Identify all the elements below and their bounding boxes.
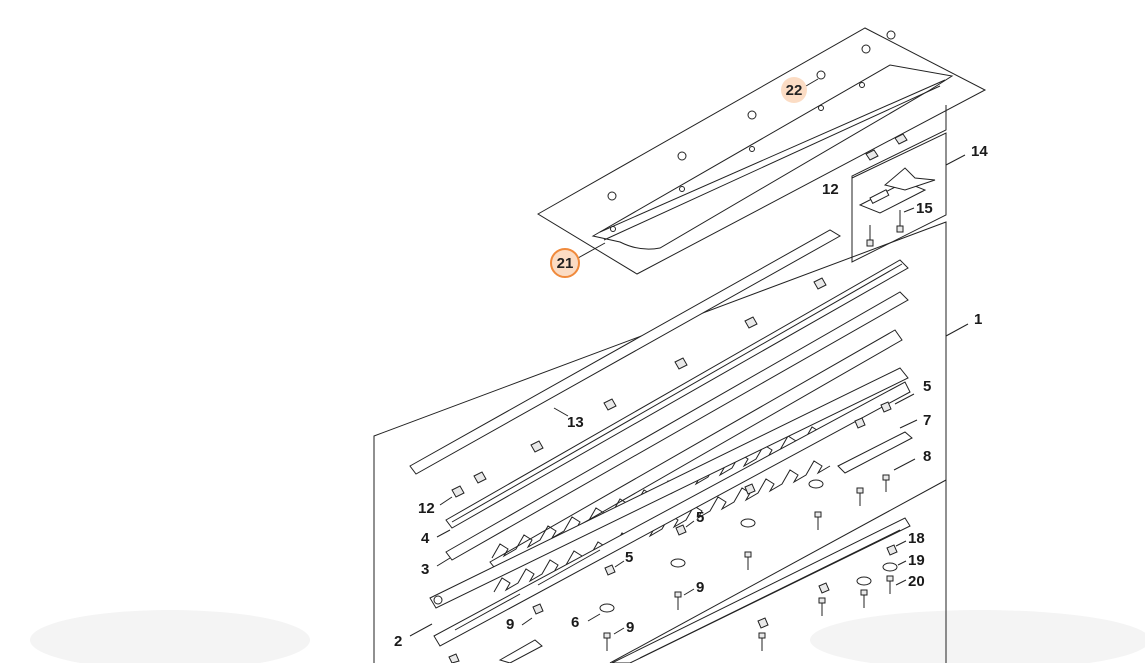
- label-8: 8: [923, 448, 931, 465]
- nuts-12: [451, 277, 827, 498]
- small-arm: [498, 639, 543, 663]
- label-12: 12: [418, 500, 435, 517]
- callout-21-text: 21: [557, 255, 574, 272]
- bar-3: [445, 291, 909, 561]
- label-14: 14: [971, 143, 988, 160]
- nut-12-top: [865, 133, 908, 161]
- blade-upper-body: [489, 329, 903, 573]
- callout-21-leader: [577, 242, 606, 259]
- leader-3: [436, 557, 451, 567]
- label-18: 18: [908, 530, 925, 547]
- label-13: 13: [567, 414, 584, 431]
- blade-lower-teeth: [493, 460, 831, 593]
- tensioner-slot: [869, 189, 890, 205]
- label-5-top: 5: [923, 378, 931, 395]
- cover-plate-outline: [537, 27, 987, 275]
- blade-lower-hole: [433, 595, 443, 605]
- plate-7: [837, 419, 918, 474]
- box-14: [851, 132, 966, 263]
- screw-15b-head: [866, 239, 874, 247]
- plate-7-body: [837, 431, 913, 474]
- blade-cover-plate-group: [537, 27, 987, 275]
- blade-bottom: [409, 381, 911, 647]
- label-15: 15: [916, 200, 933, 217]
- label-9-a: 9: [696, 579, 704, 596]
- leader-12: [439, 496, 453, 506]
- label-4: 4: [421, 530, 430, 547]
- label-6: 6: [571, 614, 579, 631]
- blade-lower-body: [429, 367, 909, 609]
- group-bracket-18-20-top: [609, 479, 947, 663]
- plate-holes: [607, 30, 896, 232]
- label-5-mid: 5: [696, 509, 704, 526]
- rail-bar: [611, 517, 911, 663]
- leader-15: [903, 207, 915, 213]
- lower-right-group: [611, 517, 911, 663]
- callout-22-leader: [805, 78, 819, 87]
- cutting-bar-13: [409, 229, 841, 475]
- label-9-c: 9: [506, 616, 514, 633]
- bar-4-edge: [451, 263, 903, 523]
- label-2: 2: [394, 633, 402, 650]
- callout-22-text: 22: [786, 82, 803, 99]
- callout-22-circle: [781, 77, 807, 103]
- tensioner-plate: [858, 181, 927, 214]
- bar-13: [409, 229, 841, 475]
- background-shadow: [810, 610, 1145, 663]
- nut-18: [886, 544, 898, 556]
- label-20: 20: [908, 573, 925, 590]
- label-12-top: 12: [822, 181, 839, 198]
- blade-guard-edge: [603, 85, 941, 241]
- middle-fasteners: [521, 479, 824, 651]
- box-14-outline: [851, 132, 947, 263]
- background-shadow: [30, 610, 310, 663]
- screws-8: [856, 458, 916, 506]
- screw-15-head: [896, 225, 904, 233]
- leader-14: [945, 154, 966, 166]
- blade-bottom-slot: [537, 549, 601, 586]
- label-3: 3: [421, 561, 429, 578]
- washers-5: [854, 393, 915, 429]
- small-washer: [448, 653, 460, 663]
- spacer-bar-3: [436, 291, 909, 567]
- label-19: 19: [908, 552, 925, 569]
- callout-21-circle: [551, 249, 579, 277]
- tensioner-hook: [883, 167, 936, 191]
- label-9-b: 9: [626, 619, 634, 636]
- blade-bottom-body: [433, 381, 911, 647]
- leader-1: [945, 323, 969, 337]
- label-7: 7: [923, 412, 931, 429]
- blade-guard: [591, 64, 954, 250]
- leader-2: [409, 623, 433, 637]
- callout-22[interactable]: 22: [781, 77, 819, 103]
- label-1: 1: [974, 311, 982, 328]
- blade-lower: [429, 367, 909, 609]
- leader-4: [436, 529, 451, 538]
- leader-7: [899, 419, 918, 429]
- blade-bottom-slot: [454, 593, 521, 631]
- washer-19: [882, 562, 898, 572]
- guide-bar-4: [436, 259, 909, 538]
- callout-21[interactable]: 21: [550, 242, 606, 278]
- label-5-low: 5: [625, 549, 633, 566]
- blade-guard-edge: [599, 79, 946, 233]
- blade-upper: [489, 329, 903, 573]
- screw-20: [886, 575, 894, 582]
- leader-13: [553, 407, 569, 417]
- callout-21-ring: [550, 248, 580, 278]
